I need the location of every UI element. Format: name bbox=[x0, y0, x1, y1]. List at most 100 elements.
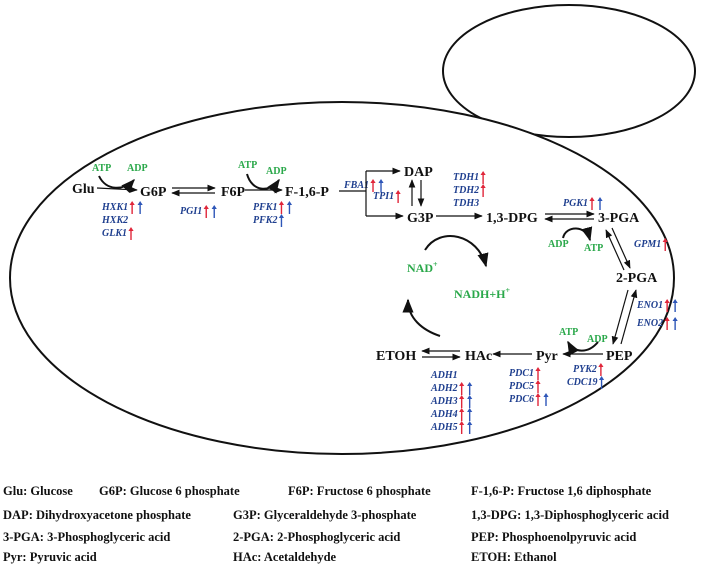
gene-adh4: ADH4 bbox=[430, 409, 458, 420]
gene-pgk1: PGK1 bbox=[563, 198, 588, 209]
legend-f16p: F-1,6-P: Fructose 1,6 diphosphate bbox=[471, 484, 652, 498]
expression-up-arrow-gpm1 bbox=[662, 238, 668, 251]
expression-up-arrow-pgk1 bbox=[589, 197, 595, 210]
gene-pdc1: PDC1 bbox=[509, 368, 534, 379]
metabolite-pep: PEP bbox=[606, 349, 633, 364]
expression-down-arrow-adh2 bbox=[467, 382, 473, 395]
expression-down-arrow-adh5 bbox=[467, 421, 473, 434]
arrow-pyk-curve bbox=[567, 340, 599, 356]
gene-pyk2: PYK2 bbox=[573, 364, 597, 375]
expression-up-arrow-adh3 bbox=[459, 395, 465, 408]
gene-pdc5: PDC5 bbox=[509, 381, 534, 392]
legend-pyr: Pyr: Pyruvic acid bbox=[3, 550, 97, 564]
gene-tdh3: TDH3 bbox=[453, 198, 479, 209]
arrow-2pga-to-3pga bbox=[605, 229, 625, 271]
gene-pdc6: PDC6 bbox=[509, 394, 534, 405]
mother-cell-outline bbox=[9, 101, 675, 455]
expression-down-arrow-pfk1 bbox=[286, 201, 293, 214]
gene-pfk2: PFK2 bbox=[253, 215, 277, 226]
expression-down-arrow-eno1 bbox=[672, 299, 678, 312]
cofactor-atp-hexokinase: ATP bbox=[92, 163, 111, 174]
expression-down-arrow-pfk2 bbox=[278, 214, 285, 227]
expression-down-arrow-pgi1 bbox=[211, 205, 217, 218]
cofactor-adp-pfk: ADP bbox=[266, 166, 287, 177]
expression-up-arrow-pfk1 bbox=[278, 201, 285, 214]
cofactor-adp-hexokinase: ADP bbox=[127, 163, 148, 174]
metabolite-f16p: F-1,6-P bbox=[285, 185, 329, 200]
gene-tpi1: TPI1 bbox=[373, 191, 394, 202]
expression-up-arrow-adh2 bbox=[459, 382, 465, 395]
expression-up-arrow-eno1 bbox=[664, 299, 670, 312]
expression-up-arrow-tdh2 bbox=[480, 184, 486, 197]
arrow-hexokinase-curve bbox=[98, 175, 135, 194]
legend-13dpg: 1,3-DPG: 1,3-Diphosphoglyceric acid bbox=[471, 508, 669, 522]
expression-up-arrow-fba1 bbox=[370, 179, 376, 192]
expression-up-arrow-pdc5 bbox=[535, 380, 541, 393]
cofactor-atp-pgk: ATP bbox=[584, 243, 603, 254]
gene-fba1: FBA1 bbox=[343, 180, 369, 191]
gene-cdc19: CDC19 bbox=[567, 377, 598, 388]
expression-down-arrow-fba1 bbox=[378, 179, 384, 192]
expression-up-arrow-pdc6 bbox=[535, 393, 541, 406]
cofactor-atp-pfk: ATP bbox=[238, 160, 257, 171]
legend-g3p: G3P: Glyceraldehyde 3-phosphate bbox=[233, 508, 417, 522]
arrow-3pga-to-2pga bbox=[611, 227, 631, 269]
expression-up-arrow-pgi1 bbox=[203, 205, 209, 218]
legend-g6p: G6P: Glucose 6 phosphate bbox=[99, 484, 240, 498]
expression-up-arrow-adh5 bbox=[459, 421, 465, 434]
cofactor-adp-pgk: ADP bbox=[548, 239, 569, 250]
metabolite-hac: HAc bbox=[465, 349, 492, 364]
arrow-pfk-curve bbox=[246, 173, 280, 194]
metabolite-3pga: 3-PGA bbox=[598, 211, 640, 226]
expression-up-arrow-glk1 bbox=[128, 227, 134, 240]
legend-pep: PEP: Phosphoenolpyruvic acid bbox=[471, 530, 636, 544]
gene-adh1: ADH1 bbox=[430, 370, 458, 381]
legend-hac: HAc: Acetaldehyde bbox=[233, 550, 337, 564]
cofactor-adp-pyk: ADP bbox=[587, 334, 608, 345]
metabolite-f6p: F6P bbox=[221, 185, 246, 200]
gene-hxk1: HXK1 bbox=[101, 202, 128, 213]
expression-up-arrow-hxk1 bbox=[129, 201, 135, 214]
expression-up-arrow-tdh1 bbox=[480, 171, 486, 184]
gene-eno2: ENO2 bbox=[636, 318, 663, 329]
expression-up-arrow-eno2 bbox=[664, 317, 670, 330]
arrow-pep-to-2pga bbox=[620, 289, 638, 345]
bud-cell-outline bbox=[442, 4, 696, 138]
arrow-pgk-curve bbox=[562, 226, 593, 242]
expression-up-arrow-tpi1 bbox=[395, 190, 401, 203]
legend-glu: Glu: Glucose bbox=[3, 484, 73, 498]
legend-f6p: F6P: Fructose 6 phosphate bbox=[288, 484, 431, 498]
gene-eno1: ENO1 bbox=[636, 300, 663, 311]
expression-change-markers bbox=[128, 171, 678, 434]
gene-adh5: ADH5 bbox=[430, 422, 458, 433]
metabolite-pyr: Pyr bbox=[536, 349, 558, 364]
legend-3pga: 3-PGA: 3-Phosphoglyceric acid bbox=[3, 530, 170, 544]
gene-adh2: ADH2 bbox=[430, 383, 458, 394]
arrow-nad-cycle-top bbox=[424, 235, 489, 268]
expression-up-arrow-adh4 bbox=[459, 408, 465, 421]
arrow-glu-to-g6p bbox=[96, 186, 138, 193]
legend-etoh: ETOH: Ethanol bbox=[471, 550, 557, 564]
metabolite-dap: DAP bbox=[404, 165, 433, 180]
cofactor-nad: NAD+ bbox=[407, 260, 438, 275]
expression-down-arrow-cdc19 bbox=[598, 376, 605, 389]
gene-pfk1: PFK1 bbox=[253, 202, 277, 213]
legend-2pga: 2-PGA: 2-Phosphoglyceric acid bbox=[233, 530, 400, 544]
expression-down-arrow-pgk1 bbox=[597, 197, 603, 210]
reaction-arrows bbox=[96, 167, 638, 361]
expression-down-arrow-eno2 bbox=[672, 317, 678, 330]
metabolite-13dpg: 1,3-DPG bbox=[486, 211, 538, 226]
expression-up-arrow-pyk2 bbox=[598, 363, 604, 376]
expression-down-arrow-hxk1 bbox=[137, 201, 143, 214]
abbreviation-legend: Glu: Glucose G6P: Glucose 6 phosphate F6… bbox=[3, 484, 669, 564]
gene-glk1: GLK1 bbox=[102, 228, 127, 239]
metabolite-g3p: G3P bbox=[407, 211, 434, 226]
metabolite-etoh: ETOH bbox=[376, 349, 416, 364]
gene-tdh1: TDH1 bbox=[453, 172, 479, 183]
gene-tdh2: TDH2 bbox=[453, 185, 479, 196]
expression-down-arrow-adh3 bbox=[467, 395, 473, 408]
gene-adh3: ADH3 bbox=[430, 396, 458, 407]
arrow-2pga-to-pep bbox=[611, 289, 629, 345]
legend-dap: DAP: Dihydroxyacetone phosphate bbox=[3, 508, 191, 522]
